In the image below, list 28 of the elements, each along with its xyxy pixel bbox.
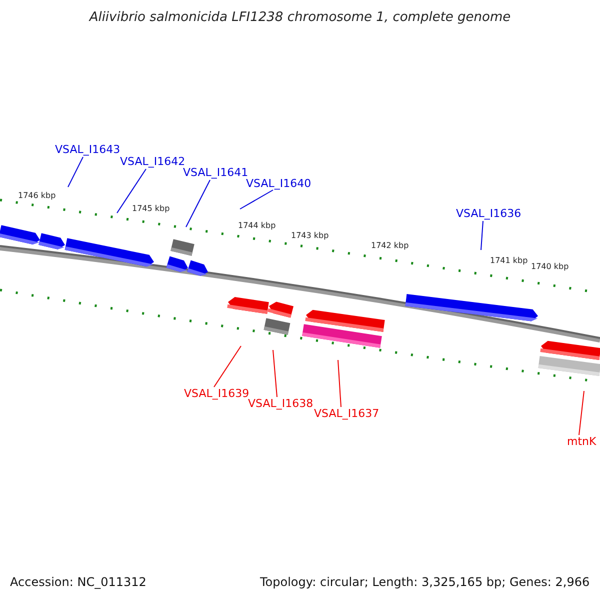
gene-label: VSAL_I1636 — [456, 207, 522, 220]
leader-line — [186, 180, 210, 228]
chart-title: Aliivibrio salmonicida LFI1238 chromosome 1, complete genome — [88, 10, 512, 25]
scale-label: 1743 kbp — [291, 231, 329, 240]
gene-label: VSAL_I1642 — [120, 155, 186, 168]
leader-line — [116, 168, 146, 214]
leader-line — [68, 156, 84, 188]
scale-label: 1744 kbp — [238, 221, 276, 230]
gene-label: VSAL_I1637 — [314, 407, 380, 420]
scale-label: 1742 kbp — [371, 241, 409, 250]
footer-text: Accession: NC_011312 — [10, 575, 146, 589]
gene-label: mtnK — [567, 435, 596, 448]
leader-line — [240, 190, 274, 210]
scale-label: 1745 kbp — [132, 204, 170, 213]
scale-label: 1740 kbp — [531, 262, 569, 271]
footer-text: Topology: circular; Length: 3,325,165 bp; Genes: 2,966 — [260, 575, 590, 589]
scale-label: 1741 kbp — [490, 256, 528, 265]
gene-label: VSAL_I1640 — [246, 177, 312, 190]
gene-label: VSAL_I1639 — [184, 387, 250, 400]
leader-line — [272, 350, 278, 398]
gene-label: VSAL_I1643 — [55, 143, 120, 156]
leader-line — [578, 390, 584, 436]
leader-line — [338, 360, 342, 408]
gene-label: VSAL_I1641 — [183, 166, 248, 179]
gene-label: VSAL_I1638 — [248, 397, 314, 410]
leader-line — [214, 346, 242, 388]
scale-label: 1746 kbp — [18, 191, 56, 200]
leader-line — [480, 220, 484, 250]
